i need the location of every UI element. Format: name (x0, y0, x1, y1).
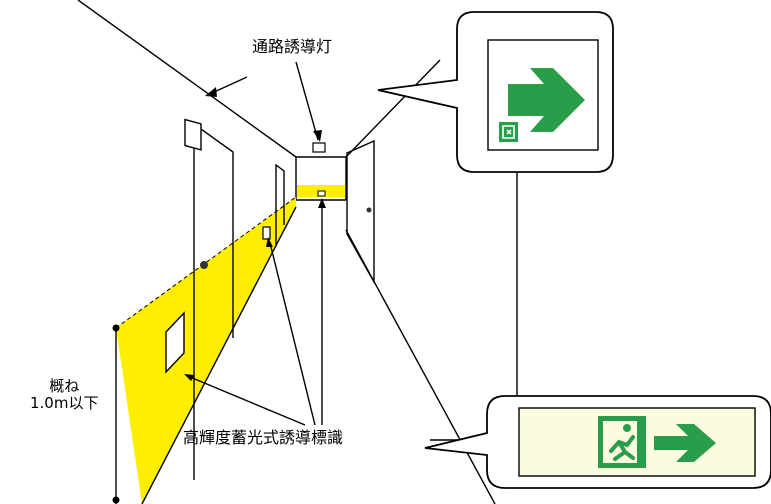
arrow-right-icon (508, 68, 585, 132)
arrow-right-icon-lower (654, 424, 716, 462)
height-label: 概ね 1.0m以下 (30, 377, 99, 413)
guide-light-ceiling (312, 142, 326, 153)
height-dimension (112, 324, 120, 504)
luminous-band-left (116, 197, 296, 504)
luminous-sign-left-wall-small (262, 226, 271, 240)
guide-light-callout (377, 11, 614, 400)
luminous-sign-callout (424, 395, 771, 489)
luminous-sign-label: 高輝度蓄光式誘導標識 (183, 428, 344, 447)
luminous-sign-left-wall-large (165, 311, 185, 374)
height-approx-text: 概ね (49, 377, 80, 395)
aisle-guide-light-label: 通路誘導灯 (252, 37, 333, 56)
luminous-sign-end-wall (317, 190, 326, 197)
right-wall-door (346, 139, 375, 285)
door-knob (200, 261, 208, 269)
height-value-text: 1.0m以下 (30, 394, 99, 413)
top-label-leaders (211, 61, 319, 141)
left-wall-doors (193, 122, 285, 480)
guide-light-left-wall (184, 118, 202, 151)
